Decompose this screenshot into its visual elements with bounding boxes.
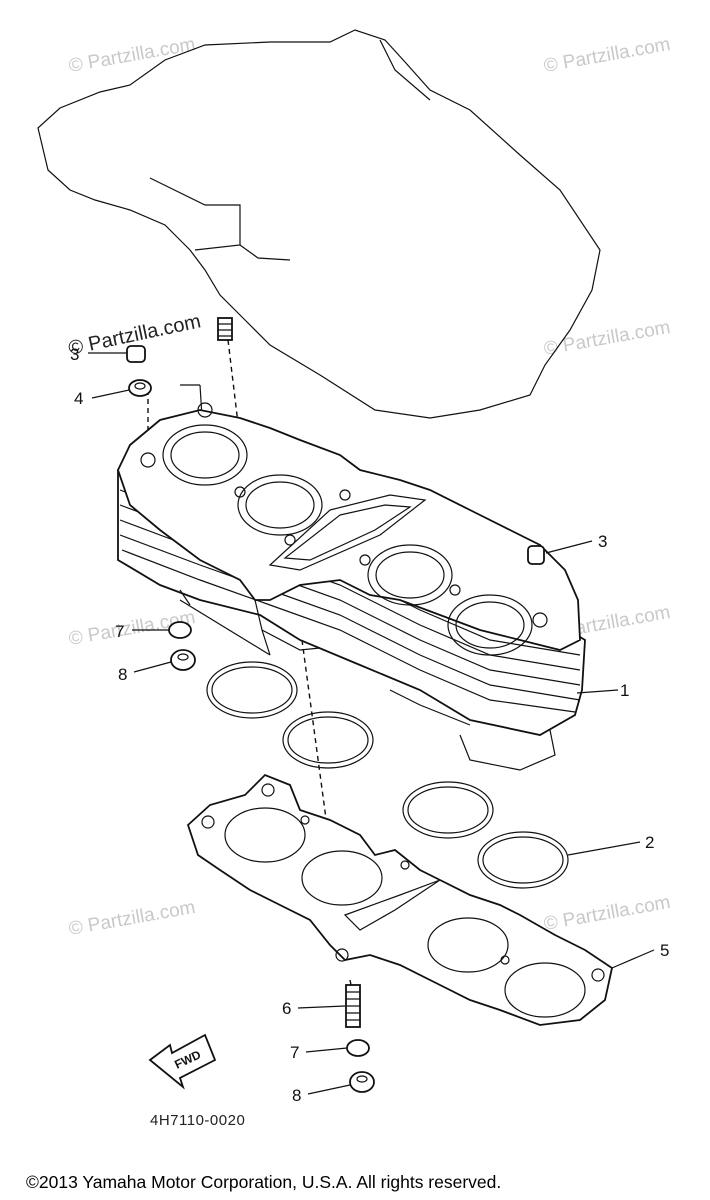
copyright-notice: ©2013 Yamaha Motor Corporation, U.S.A. A… bbox=[26, 1172, 501, 1192]
crankcase-outline bbox=[37, 29, 601, 419]
callout-labels: 3 4 3 7 8 1 2 5 6 7 8 bbox=[70, 345, 669, 1105]
cylinder-bore-2 bbox=[237, 474, 323, 536]
callout-8: 8 bbox=[292, 1086, 301, 1105]
small-parts bbox=[126, 317, 545, 1093]
callout-4: 4 bbox=[74, 389, 83, 408]
forward-arrow-icon: FWD bbox=[148, 1033, 217, 1090]
callout-6: 6 bbox=[282, 999, 291, 1018]
o-ring bbox=[282, 711, 374, 769]
watermark: © Partzilla.com bbox=[542, 317, 672, 360]
leader-lines bbox=[88, 352, 655, 1095]
watermark: © Partzilla.com bbox=[67, 897, 197, 940]
callout-8: 8 bbox=[118, 665, 127, 684]
watermark: © Partzilla.com bbox=[542, 34, 672, 77]
o-ring bbox=[402, 781, 494, 839]
o-rings bbox=[206, 661, 569, 889]
stud-top bbox=[217, 317, 233, 341]
callout-7: 7 bbox=[290, 1043, 299, 1062]
o-ring bbox=[477, 831, 569, 889]
watermark: © Partzilla.com bbox=[542, 892, 672, 935]
callout-5: 5 bbox=[660, 941, 669, 960]
dowel-pin bbox=[126, 345, 146, 363]
diagram-code: 4H7110-0020 bbox=[150, 1112, 245, 1129]
cylinder-bore-1 bbox=[162, 424, 248, 486]
cylinder-bore-3 bbox=[367, 544, 453, 606]
nut bbox=[168, 621, 192, 639]
o-ring bbox=[206, 661, 298, 719]
base-gasket bbox=[186, 773, 614, 1026]
callout-1: 1 bbox=[620, 681, 629, 700]
cylinder-block bbox=[117, 402, 586, 771]
callout-3: 3 bbox=[598, 532, 607, 551]
callout-2: 2 bbox=[645, 833, 654, 852]
washer bbox=[128, 379, 152, 397]
nut bbox=[346, 1039, 370, 1057]
cylinder-bore-4 bbox=[447, 594, 533, 656]
dowel-pin bbox=[527, 545, 545, 565]
callout-3: 3 bbox=[70, 345, 79, 364]
callout-7: 7 bbox=[115, 622, 124, 641]
